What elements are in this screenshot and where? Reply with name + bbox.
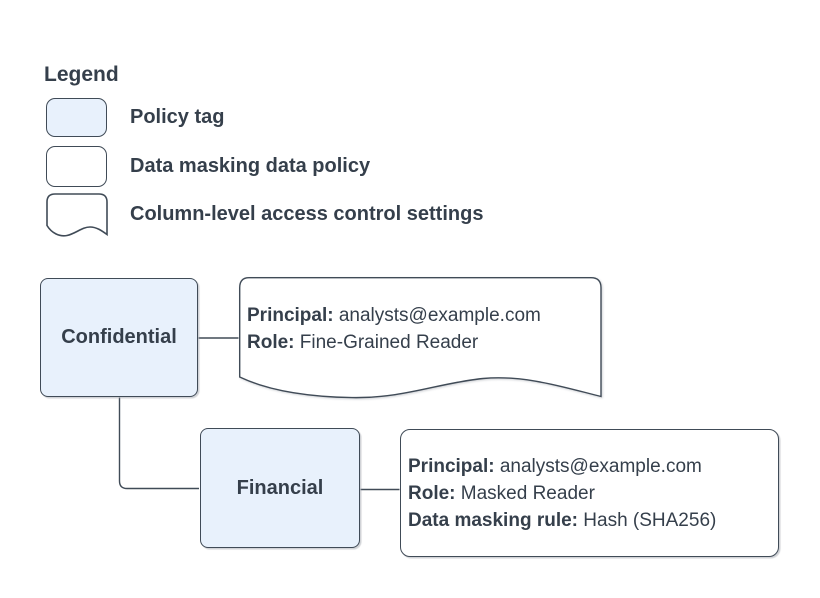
data-policy-role-value: Masked Reader: [460, 482, 595, 504]
policy-tag-financial: Financial: [200, 428, 360, 548]
legend-swatch-access-control: [46, 193, 108, 237]
connector-confidential-to-financial: [118, 397, 199, 490]
policy-tag-confidential: Confidential: [40, 278, 198, 397]
legend-label-data-masking-policy: Data masking data policy: [130, 155, 371, 177]
access-control-principal-line: Principal: analysts@example.com: [247, 302, 541, 329]
data-policy-role-line: Role: Masked Reader: [408, 480, 778, 507]
access-control-shape: [239, 277, 602, 399]
access-control-role-line: Role: Fine-Grained Reader: [247, 329, 541, 356]
access-control-role-value: Fine-Grained Reader: [299, 332, 479, 353]
policy-tag-confidential-label: Confidential: [61, 326, 177, 348]
data-policy-rule-line: Data masking rule: Hash (SHA256): [408, 507, 778, 534]
data-policy-rule-label: Data masking rule:: [408, 509, 578, 531]
data-policy-rule-value: Hash (SHA256): [583, 509, 717, 531]
data-policy-principal-line: Principal: analysts@example.com: [408, 453, 778, 480]
legend-swatch-policy-tag: [46, 98, 107, 137]
access-control-role-label: Role:: [247, 332, 295, 353]
access-control-principal-value: analysts@example.com: [338, 305, 541, 326]
legend-label-policy-tag: Policy tag: [130, 106, 225, 128]
access-control-principal-label: Principal:: [247, 305, 334, 326]
legend-label-access-control: Column-level access control settings: [130, 203, 484, 225]
data-masking-policy-box: Principal: analysts@example.com Role: Ma…: [400, 429, 779, 557]
access-control-settings-text: Principal: analysts@example.com Role: Fi…: [247, 302, 541, 356]
data-policy-role-label: Role:: [408, 482, 456, 504]
data-policy-principal-label: Principal:: [408, 455, 495, 477]
legend-title: Legend: [44, 63, 119, 86]
legend-swatch-data-masking-policy: [46, 146, 107, 187]
data-policy-principal-value: analysts@example.com: [499, 455, 702, 477]
policy-tag-financial-label: Financial: [236, 476, 324, 499]
